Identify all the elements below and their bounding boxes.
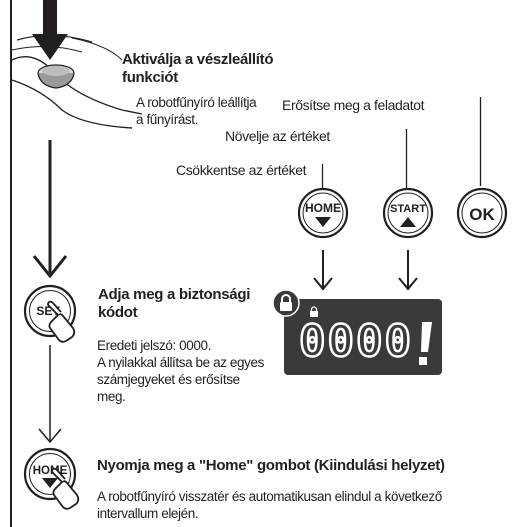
step3-description: A robotfűnyíró visszatér és automatikusa… (97, 488, 442, 522)
flow-arrow-2 (38, 345, 62, 444)
left-margin-rule (10, 0, 12, 527)
step3-desc-line1: A robotfűnyíró visszatér és automatikusa… (97, 489, 442, 504)
step2-title-line2: kódot (98, 304, 138, 321)
home-press-down-arrow-icon (42, 478, 58, 488)
step3-desc-line2: intervallum elején. (97, 506, 199, 521)
step2-desc-line4: meg. (97, 389, 126, 404)
hand-icon (47, 300, 76, 343)
up-arrow-icon (400, 217, 416, 227)
callout-decrease: Csökkentse az értéket (176, 162, 307, 178)
lcd-exclamation-icon (419, 322, 432, 365)
step1-desc-line1: A robotfűnyíró leállítja (136, 95, 257, 110)
step1-description: A robotfűnyíró leállítja a fűnyírást. (136, 94, 257, 128)
start-button-label: START (390, 203, 426, 215)
step1-title-line1: Aktiválja a vészleállító (122, 51, 274, 68)
flow-arrow-1 (32, 140, 68, 279)
press-down-arrow-icon (32, 0, 68, 60)
down-arrow-icon (315, 217, 331, 227)
step1-title-line2: funkciót (122, 69, 178, 86)
step2-description: Eredeti jelszó: 0000. A nyilakkal állíts… (97, 337, 264, 405)
step2-desc-line1: Eredeti jelszó: 0000. (97, 338, 211, 353)
step2-title-line1: Adja meg a biztonsági (98, 286, 251, 303)
step2-desc-line3: számjegyeket és erősítse (97, 372, 240, 387)
step2-desc-line2: A nyilakkal állítsa be az egyes (97, 355, 264, 370)
lcd-small-lock-icon (310, 306, 318, 317)
step1-title: Aktiválja a vészleállító funkciót (122, 51, 274, 87)
ok-button-label: OK (469, 205, 495, 224)
start-button[interactable]: START (382, 187, 434, 239)
home-button-label: HOME (305, 201, 341, 215)
set-button-illustration: SET (23, 284, 77, 343)
step2-title: Adja meg a biztonsági kódot (98, 286, 250, 322)
mower-stop-button-illustration (11, 34, 143, 129)
step3-title: Nyomja meg a "Home" gombot (Kiindulási h… (97, 457, 445, 474)
callout-increase: Növelje az értéket (225, 128, 330, 144)
callout-confirm: Erősítse meg a feladatot (282, 97, 425, 113)
hand-press-icon (51, 467, 80, 510)
home-button-press-illustration: HOME (23, 447, 80, 510)
step1-desc-line2: a fűnyírást. (136, 112, 198, 127)
lcd-lock-badge (272, 289, 300, 317)
lcd-digits: 0000 (298, 316, 413, 367)
home-button[interactable]: HOME (297, 187, 349, 239)
ok-button[interactable]: OK (456, 187, 508, 239)
